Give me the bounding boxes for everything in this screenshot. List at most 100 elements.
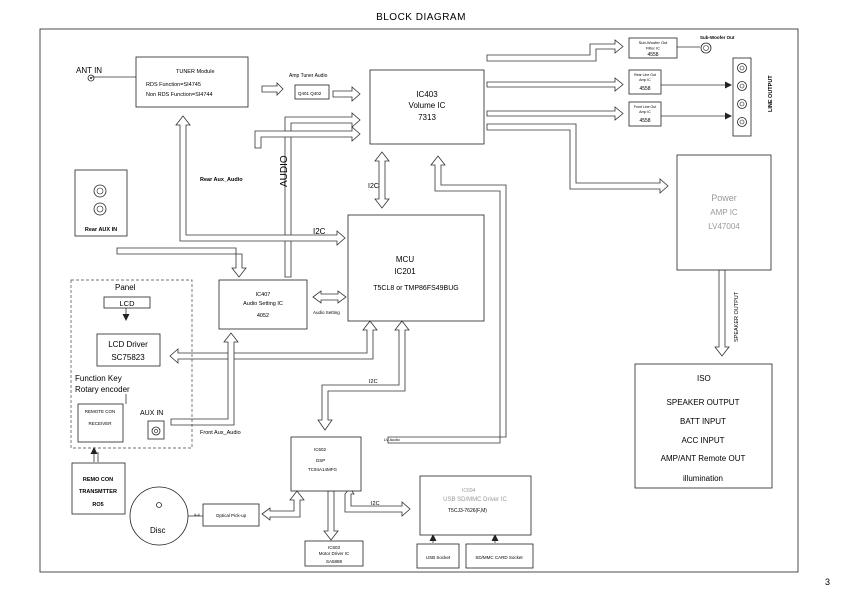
tuner-module: TUNER Module RDS Function=SI4745 Non RDS… xyxy=(135,56,249,108)
lcd-box xyxy=(103,296,151,309)
usb-socket-label: USB Socket xyxy=(426,555,451,560)
antenna-label: ANT IN xyxy=(76,66,102,75)
power-amp-ic: Power AMP IC LV47004 xyxy=(676,154,772,271)
ic403-volume-ic: IC403 Volume IC 7313 xyxy=(369,69,485,145)
ic603-motor-driver: IC603 Motor Driver IC SA5888 xyxy=(304,540,364,567)
subwoofer-filter-line2: Filter IC xyxy=(646,46,660,51)
line-output-jack-1-inner-icon xyxy=(739,65,745,71)
ic602-name: IC602 xyxy=(314,447,327,452)
usb-socket: USB Socket xyxy=(416,543,460,569)
line-output-jack-2-inner-icon xyxy=(739,83,745,89)
mcu-name: IC201 xyxy=(394,267,416,276)
aux-in-jack-box xyxy=(147,420,165,440)
front-aux-audio-label: Front Aux_Audio xyxy=(200,430,241,436)
disc-hub-icon xyxy=(156,502,162,508)
panel: Panel LCD LCD Driver SC75823 Function Ke… xyxy=(70,279,193,449)
line-output-jack-4-icon xyxy=(737,117,747,127)
line-output-jack-4-inner-icon xyxy=(739,119,745,125)
iso-item: SPEAKER OUTPUT xyxy=(667,398,740,407)
lv-audio-label: LV Audio xyxy=(384,437,400,442)
ic602-dsp: IC602 DSP TC94A14MFG xyxy=(290,436,362,492)
front-line-out-line1: Front Line Out xyxy=(634,105,656,109)
tuner-line1: RDS Function=SI4745 xyxy=(146,82,201,88)
arrow-optical-pickup-dsp xyxy=(261,490,305,521)
ic407-audio-setting-ic: IC407 Audio Setting IC 4052 xyxy=(218,279,308,330)
arrow-front-aux-to-ic407 xyxy=(170,332,239,426)
rear-line-out-line2: Amp IC xyxy=(639,78,651,82)
iso-item: ACC INPUT xyxy=(681,436,724,445)
ic602-part: TC94A14MFG xyxy=(308,467,338,472)
arrow-amp-tuner-to-ic403 xyxy=(332,86,361,102)
power-amp-line1: Power xyxy=(711,193,737,203)
arrow-rear-aux-in-to-ic407 xyxy=(116,247,247,278)
arrow-audio-to-ic403 xyxy=(284,112,361,278)
amp-tuner-chip: Q401 Q402 xyxy=(294,84,330,100)
subwoofer-filter-line1: Sub-Woofer Out xyxy=(639,40,669,45)
arrow-i2c-ic403-mcu xyxy=(374,151,390,209)
aux-in-jack-icon xyxy=(151,426,161,436)
rear-aux-jack-2-inner-icon xyxy=(96,205,104,213)
power-amp-part: LV47004 xyxy=(708,222,740,231)
page-number: 3 xyxy=(824,577,830,587)
subwoofer-filter-part: 4558 xyxy=(647,52,658,58)
aux-in-label: AUX IN xyxy=(140,410,163,417)
remote-receiver-box xyxy=(77,403,124,443)
ic603-part: SA5888 xyxy=(326,559,343,564)
arrow-ic403-to-rear-line-out xyxy=(486,77,624,92)
i2c-mcu-label: I2C xyxy=(313,227,326,236)
line-output-jack-3-icon xyxy=(737,99,747,109)
optical-pickup: Optical Pick-up xyxy=(202,503,260,527)
subwoofer-filter-ic: Sub-Woofer Out Filter IC 4558 xyxy=(628,37,678,59)
ic604-function: USB SD/MMC Driver IC xyxy=(443,497,507,503)
tuner-line2: Non RDS Function=SI4744 xyxy=(146,92,213,98)
line-output-jack-2-icon xyxy=(737,81,747,91)
lcd-label: LCD xyxy=(119,299,135,308)
i2c-dsp-usb-label: I2C xyxy=(371,501,380,507)
power-amp-line2: AMP IC xyxy=(710,208,738,217)
ic407-function: Audio Setting IC xyxy=(243,301,283,307)
lcd-driver-label: LCD Driver xyxy=(108,340,148,349)
rear-aux-audio-label: Rear Aux_Audio xyxy=(200,177,243,183)
remote-transmitter-line2: TRANSMTTER xyxy=(79,489,117,495)
rear-line-out-part: 4558 xyxy=(639,86,650,92)
i2c-lower-label: I2C xyxy=(369,379,378,385)
line-output-jacks xyxy=(732,57,752,137)
ic604-name: IC604 xyxy=(462,488,476,494)
front-line-out-part: 4558 xyxy=(639,118,650,124)
ic407-part: 4052 xyxy=(257,313,269,319)
ic603-name: IC603 xyxy=(328,545,341,550)
arrow-ic407-mcu xyxy=(312,290,347,304)
arrow-power-amp-to-iso xyxy=(714,269,730,357)
thin-lines xyxy=(90,76,499,543)
arrow-rear-aux-to-ic403 xyxy=(254,126,361,149)
antenna-jack-center-icon xyxy=(90,77,92,79)
aux-in-jack-inner-icon xyxy=(154,429,158,433)
ic604-usb-driver: IC604 USB SD/MMC Driver IC T5CJ3-7626(F,… xyxy=(419,475,532,536)
iso-item: illumination xyxy=(683,474,723,483)
arrow-ic403-to-front-line-out xyxy=(486,106,624,121)
arrow-i2c-tuner-mcu xyxy=(175,115,346,246)
sd-socket: SD/MMC CARD Socket xyxy=(465,543,534,569)
arrow-ic403-to-power-amp xyxy=(486,123,669,194)
audio-setting-label: Audio Setting xyxy=(313,310,340,315)
i2c-vertical-label: I2C xyxy=(368,183,379,190)
remote-transmitter-line1: REMO CON xyxy=(83,477,113,483)
front-line-out-line2: Amp IC xyxy=(639,110,651,114)
line-output-jack-1-icon xyxy=(737,63,747,73)
lcd-driver-part: SC75823 xyxy=(111,353,145,362)
line-output-jack-3-inner-icon xyxy=(739,101,745,107)
panel-title: Panel xyxy=(115,283,136,292)
line-output-label: LINE OUTPUT xyxy=(768,75,774,112)
iso-item: BATT INPUT xyxy=(680,417,726,426)
rear-line-out-ic: Rear Line Out Amp IC 4558 xyxy=(628,69,662,95)
disc: Disc xyxy=(129,486,189,546)
mcu-title: MCU xyxy=(396,255,414,264)
audio-label: AUDIO xyxy=(279,155,290,187)
optical-pickup-label: Optical Pick-up xyxy=(216,513,247,518)
rear-aux-in: Rear AUX IN xyxy=(74,169,128,237)
ic403-part: 7313 xyxy=(418,113,436,122)
ic407-name: IC407 xyxy=(256,292,271,298)
rear-aux-jack-2-icon xyxy=(93,202,107,216)
lcd-driver-box xyxy=(96,333,161,367)
